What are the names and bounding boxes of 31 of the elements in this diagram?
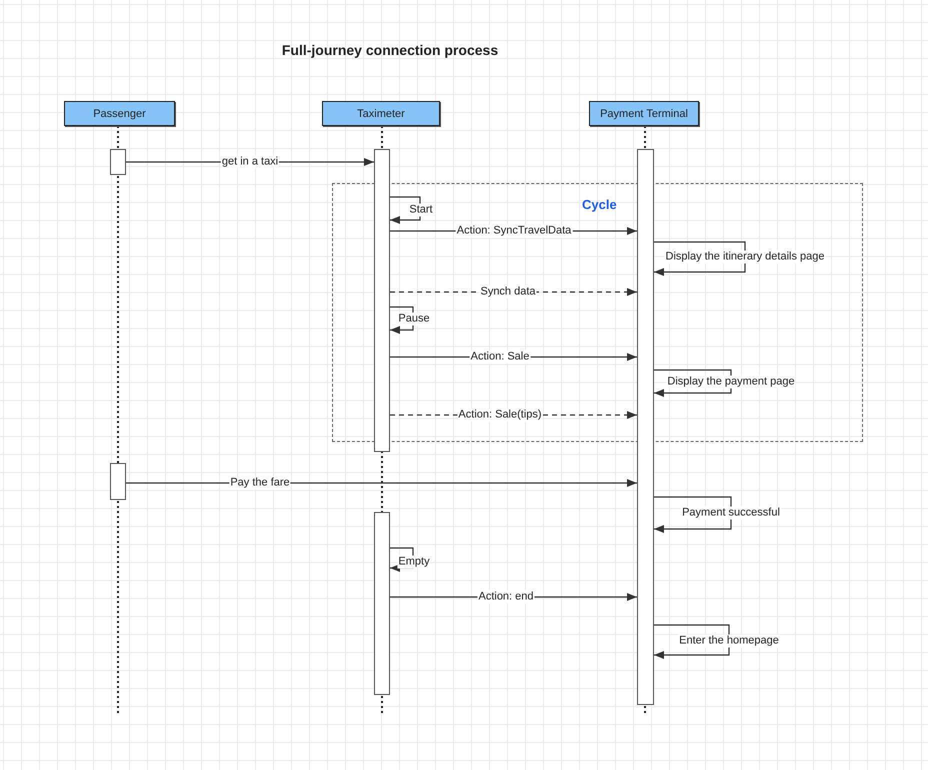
activation-bar [110, 149, 126, 175]
edge-label: Start [408, 204, 434, 216]
lifeline-header [322, 101, 440, 126]
frame-title: Cycle [582, 197, 617, 212]
message-arrow [654, 624, 730, 659]
edge-label: Display the payment page [666, 376, 796, 388]
edge-label: Display the itinerary details page [664, 250, 826, 264]
edge-label: Action: SyncTravelData [456, 224, 572, 238]
activation-bar [637, 149, 654, 705]
edge-label: Action: end [477, 590, 535, 604]
diagram-title: Full-journey connection process [280, 42, 500, 58]
activation-bar [374, 149, 390, 452]
edge-label: Pause [397, 312, 431, 326]
message-arrow [654, 241, 746, 276]
participant-name: Passenger [93, 108, 146, 120]
activation-bar [374, 512, 390, 695]
edge-label: get in a taxi [220, 156, 280, 168]
activation-bar [110, 463, 126, 500]
edge-label: Payment successful [681, 506, 781, 520]
message-arrow [654, 496, 732, 533]
lifeline-header [64, 101, 175, 126]
edge-label: Enter the homepage [678, 634, 780, 648]
lifeline-header [589, 101, 699, 126]
edge-label: Action: Sale [470, 350, 530, 364]
edge-label: Empty [397, 556, 431, 568]
edge-label: Synch data [479, 286, 537, 298]
participant-name: Taximeter [357, 108, 405, 120]
message-arrow [654, 369, 732, 397]
participant-name: Payment Terminal [600, 108, 688, 120]
edge-label: Action: Sale(tips) [457, 408, 543, 422]
edge-label: Pay the fare [229, 476, 291, 490]
